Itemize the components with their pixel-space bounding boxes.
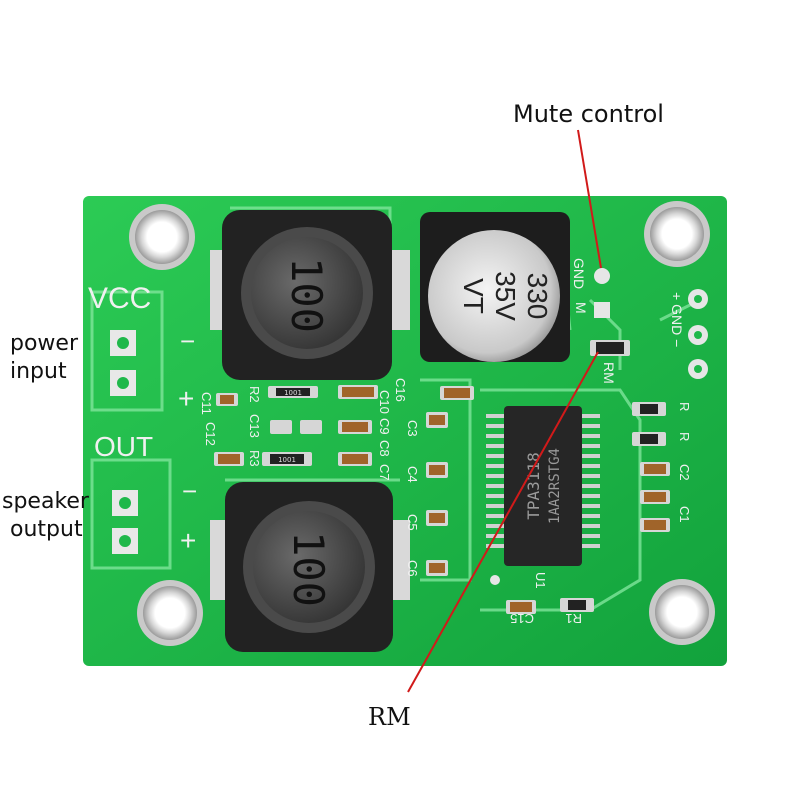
silk-r-a: R: [677, 402, 692, 411]
silk-c8: C8: [377, 440, 392, 457]
speaker-output-line-1: speaker: [2, 489, 89, 514]
resistor-code: 1001: [284, 389, 302, 397]
silk-c4: C4: [405, 466, 420, 483]
silk-rm: RM: [601, 362, 617, 384]
resistor-code-2: 1001: [278, 456, 296, 464]
silk-c10: C10: [377, 390, 392, 414]
silk-out: OUT: [94, 431, 153, 462]
silk-r1: R1: [565, 611, 582, 626]
annotation-lines: [407, 129, 602, 693]
silk-minus-2: −: [182, 476, 197, 506]
silk-c3: C3: [405, 420, 420, 437]
silk-c9: C9: [377, 418, 392, 435]
smd-components: 1001 1001: [214, 340, 670, 614]
rm-label: RM: [368, 703, 411, 731]
inductor-bottom-value: 100: [284, 531, 333, 607]
silk-c1: C1: [677, 506, 692, 523]
speaker-output-label: speaker output: [2, 488, 89, 544]
silk-vcc: VCC: [88, 282, 151, 315]
power-input-label: power input: [10, 330, 78, 386]
silk-plus-1: +: [178, 383, 194, 414]
capacitor-value-2: 35V: [490, 271, 521, 321]
silk-u1: U1: [533, 572, 548, 589]
rm-line: [407, 351, 599, 693]
mute-control-label: Mute control: [513, 100, 664, 128]
inductor-top: 100: [210, 210, 410, 380]
silk-gnd: GND: [571, 258, 587, 289]
silk-c7: C7: [377, 464, 392, 481]
inductor-bottom: 100: [210, 482, 410, 652]
silk-c16: C16: [393, 378, 408, 402]
silk-c5: C5: [405, 514, 420, 531]
silk-c13: C13: [247, 414, 262, 438]
capacitor-value-3: VT: [458, 278, 489, 314]
power-input-line-2: input: [10, 359, 67, 384]
silk-plus-gnd-minus: + GND −: [669, 292, 685, 347]
silk-m: M: [573, 302, 589, 314]
capacitor-value-1: 330: [522, 273, 553, 320]
silkscreen: VCC OUT − + − + GND M RM + GND − U1 C15 …: [88, 258, 692, 626]
silk-minus-1: −: [180, 326, 195, 356]
silk-c11: C11: [199, 392, 214, 415]
silk-r3: R3: [247, 450, 262, 467]
mute-control-line: [577, 129, 602, 269]
chip-marking-2: 1AA2RSTG4: [547, 448, 563, 524]
silk-plus-2: +: [180, 525, 196, 556]
header-pads: [490, 268, 708, 585]
silk-c6: C6: [405, 560, 420, 577]
chip-marking-1: TPA3118: [524, 452, 543, 519]
power-input-line-1: power: [10, 331, 78, 356]
speaker-output-line-2: output: [10, 517, 83, 542]
terminal-pads: [110, 330, 138, 554]
silk-c12: C12: [203, 422, 218, 446]
silk-r2: R2: [247, 386, 262, 403]
mounting-holes: [129, 201, 715, 646]
electrolytic-capacitor: 330 35V VT: [420, 212, 570, 362]
inductor-top-value: 100: [282, 257, 331, 333]
silk-c2: C2: [677, 464, 692, 481]
silk-r-b: R: [677, 432, 692, 441]
silk-c15: C15: [510, 611, 534, 626]
amplifier-chip: TPA3118 1AA2RSTG4: [486, 406, 600, 566]
